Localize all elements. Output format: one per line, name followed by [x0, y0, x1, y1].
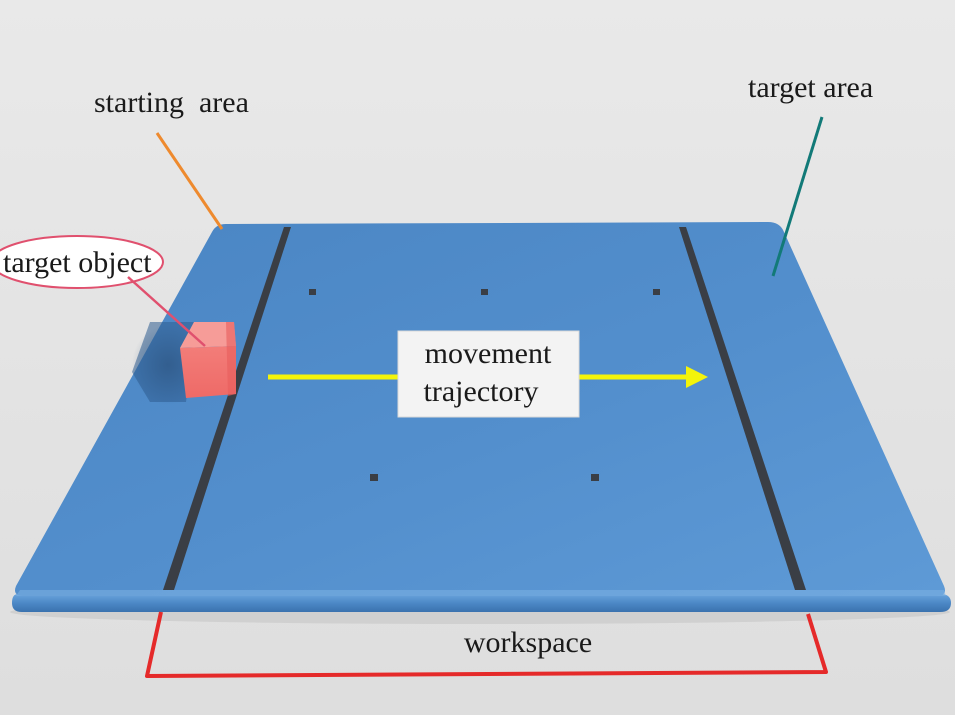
movement-trajectory-label-line1: movement: [425, 337, 552, 370]
marker-dot: [309, 289, 316, 295]
movement-trajectory-label-line2: trajectory: [424, 375, 539, 408]
target-object-label-outline: [0, 235, 164, 289]
target-area-label: target area: [748, 71, 873, 104]
starting-area-label: starting area: [94, 86, 249, 119]
board-top-highlight: [16, 590, 946, 596]
starting-area-pointer: [155, 132, 224, 230]
target-object-cube: [180, 322, 236, 398]
workspace-bracket: [145, 611, 828, 678]
target-area-divider-stripe: [679, 227, 806, 590]
target-object-label: target object: [3, 246, 152, 279]
marker-dot: [481, 289, 488, 295]
target-object-pointer: [127, 276, 206, 347]
marker-dot: [591, 474, 599, 481]
workspace-label: workspace: [464, 626, 592, 659]
target-area-pointer: [771, 116, 824, 277]
marker-dot: [653, 289, 660, 295]
starting-area-divider-stripe: [163, 227, 291, 590]
marker-dot: [370, 474, 378, 481]
board-front-edge: [12, 594, 951, 612]
movement-trajectory-label-box: [397, 330, 580, 418]
